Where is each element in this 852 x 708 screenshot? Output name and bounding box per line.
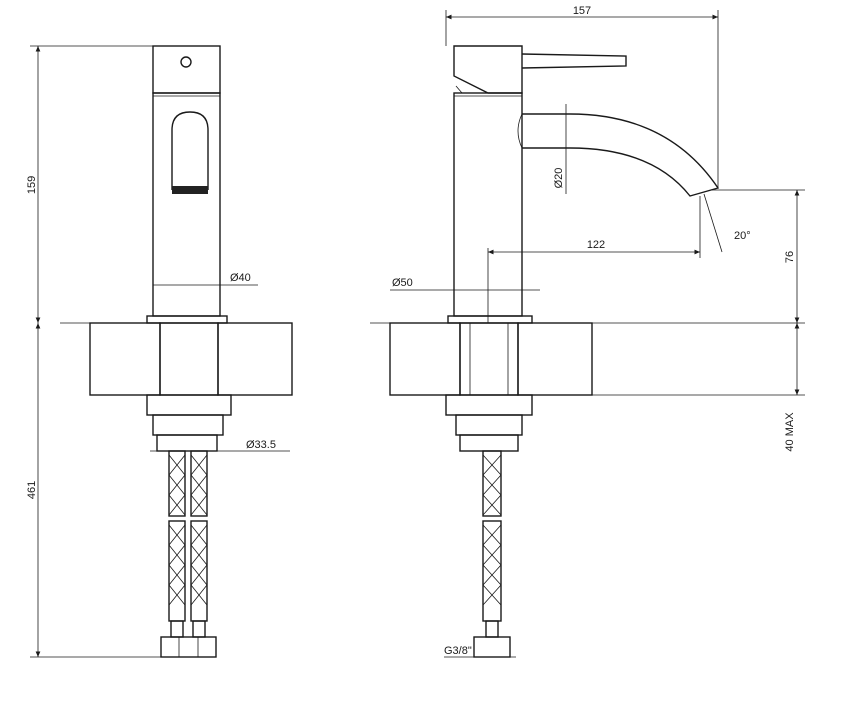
dim-height-lower: 461 <box>26 481 38 499</box>
dim-base-diameter: Ø50 <box>392 277 413 289</box>
front-hose-right <box>190 450 208 638</box>
dim-connection-thread: G3/8" <box>444 645 472 657</box>
dim-spout-diameter: Ø20 <box>553 168 565 189</box>
front-view: 159 461 Ø40 Ø33.5 <box>26 45 293 658</box>
dim-tube-diameter: Ø33.5 <box>246 439 276 451</box>
front-handle <box>152 45 221 94</box>
side-lever <box>521 53 627 69</box>
front-deck-left <box>89 322 161 396</box>
dim-body-diameter: Ø40 <box>230 272 251 284</box>
front-indicator-dot <box>180 56 192 68</box>
side-deck-right <box>517 322 593 396</box>
side-deck-left <box>389 322 461 396</box>
front-body <box>152 92 221 317</box>
front-deck-right <box>217 322 293 396</box>
side-handle <box>453 45 523 94</box>
side-spout <box>522 113 720 197</box>
dim-spout-angle: 20° <box>734 230 751 242</box>
front-hose-left <box>168 450 186 638</box>
side-view: 157 Ø50 Ø20 122 20° 76 40 MAX G3/8" <box>370 5 805 658</box>
side-hose <box>482 450 502 638</box>
dim-width-total: 157 <box>573 5 591 17</box>
dim-spout-reach: 122 <box>587 239 605 251</box>
dim-spout-height: 76 <box>784 251 796 263</box>
dim-height-upper: 159 <box>26 176 38 194</box>
front-aerator <box>172 186 208 194</box>
front-spout-opening <box>171 111 209 190</box>
dim-deck-thickness: 40 MAX <box>784 412 796 452</box>
